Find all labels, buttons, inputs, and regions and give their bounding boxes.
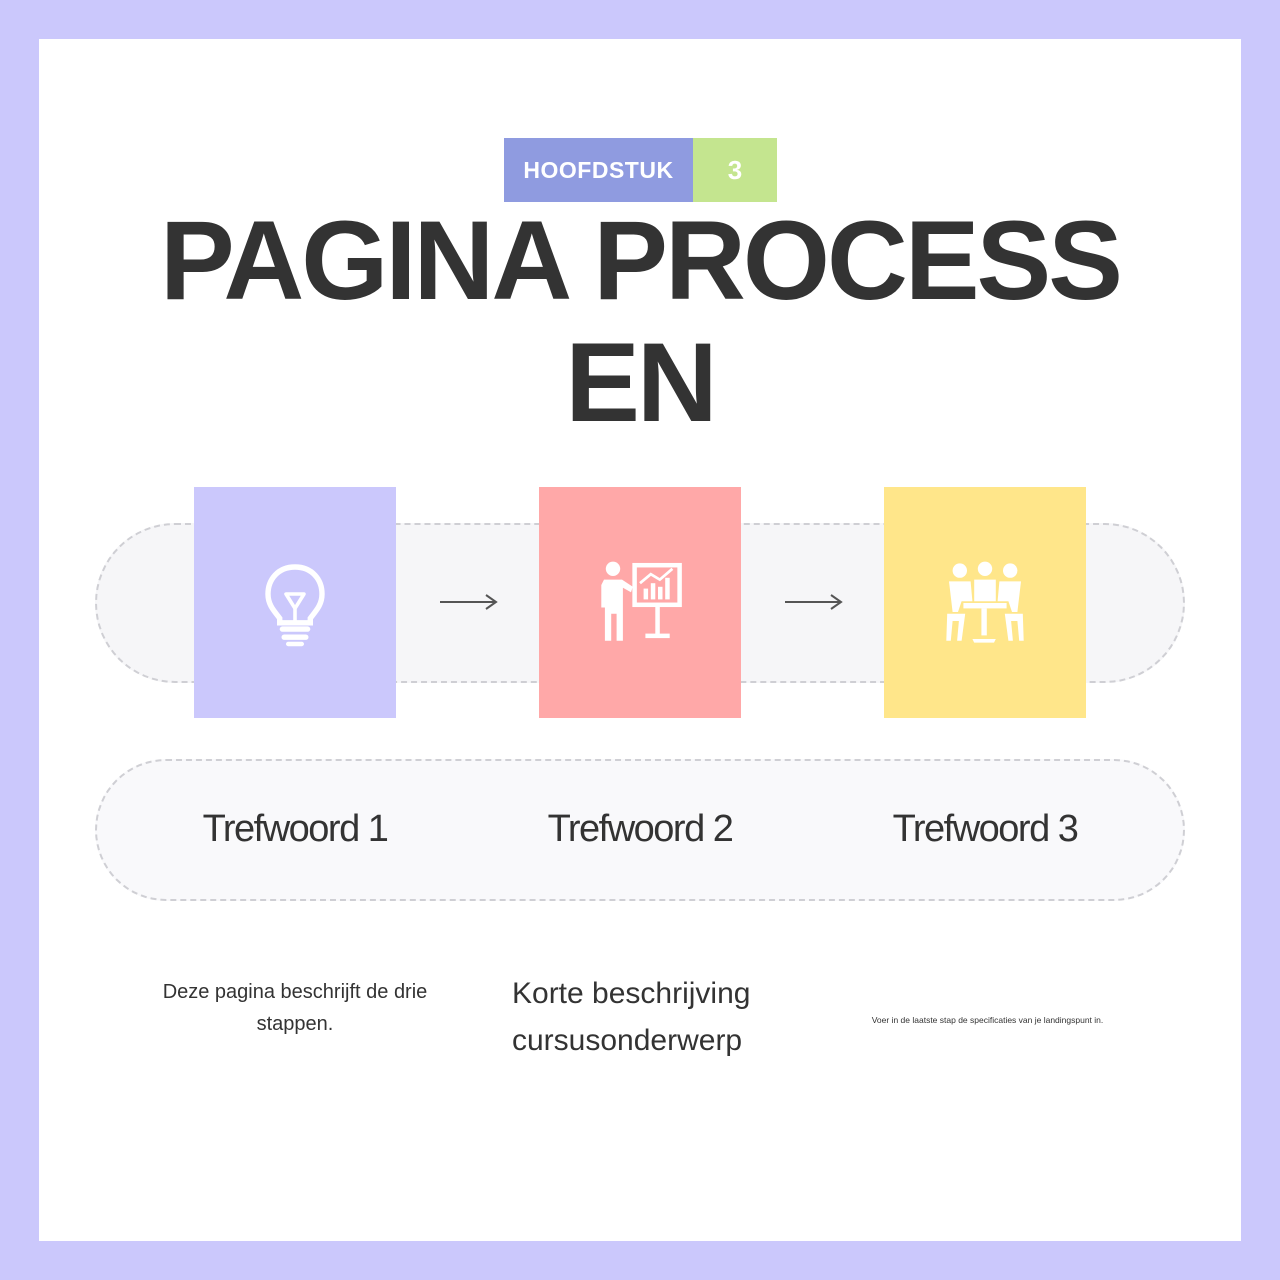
step-2-description: Korte beschrijving cursusonderwerp <box>512 977 751 1057</box>
chapter-badge-label: HOOFDSTUK <box>504 138 693 202</box>
step-1-box <box>194 487 396 718</box>
step-3-box <box>884 487 1086 718</box>
meeting-icon <box>946 561 1024 643</box>
page-title: PAGINA PROCESS EN <box>160 198 1123 445</box>
chapter-badge-number: 3 <box>693 138 777 202</box>
chapter-badge: HOOFDSTUK 3 <box>504 138 777 202</box>
keyword-1: Trefwoord 1 <box>202 808 389 850</box>
keyword-3: Trefwoord 3 <box>892 808 1079 850</box>
lightbulb-icon <box>265 563 325 646</box>
step-1-description: Deze pagina beschrijft de drie stappen. <box>162 981 428 1035</box>
arrow-right-icon <box>785 594 843 610</box>
keywords-track <box>95 759 1185 901</box>
step-2-box <box>539 487 741 718</box>
arrow-right-icon <box>440 594 498 610</box>
step-3-description: Voer in de laatste stap de specificaties… <box>871 1015 1104 1025</box>
presentation-icon <box>601 561 682 641</box>
keyword-2: Trefwoord 2 <box>547 808 734 850</box>
